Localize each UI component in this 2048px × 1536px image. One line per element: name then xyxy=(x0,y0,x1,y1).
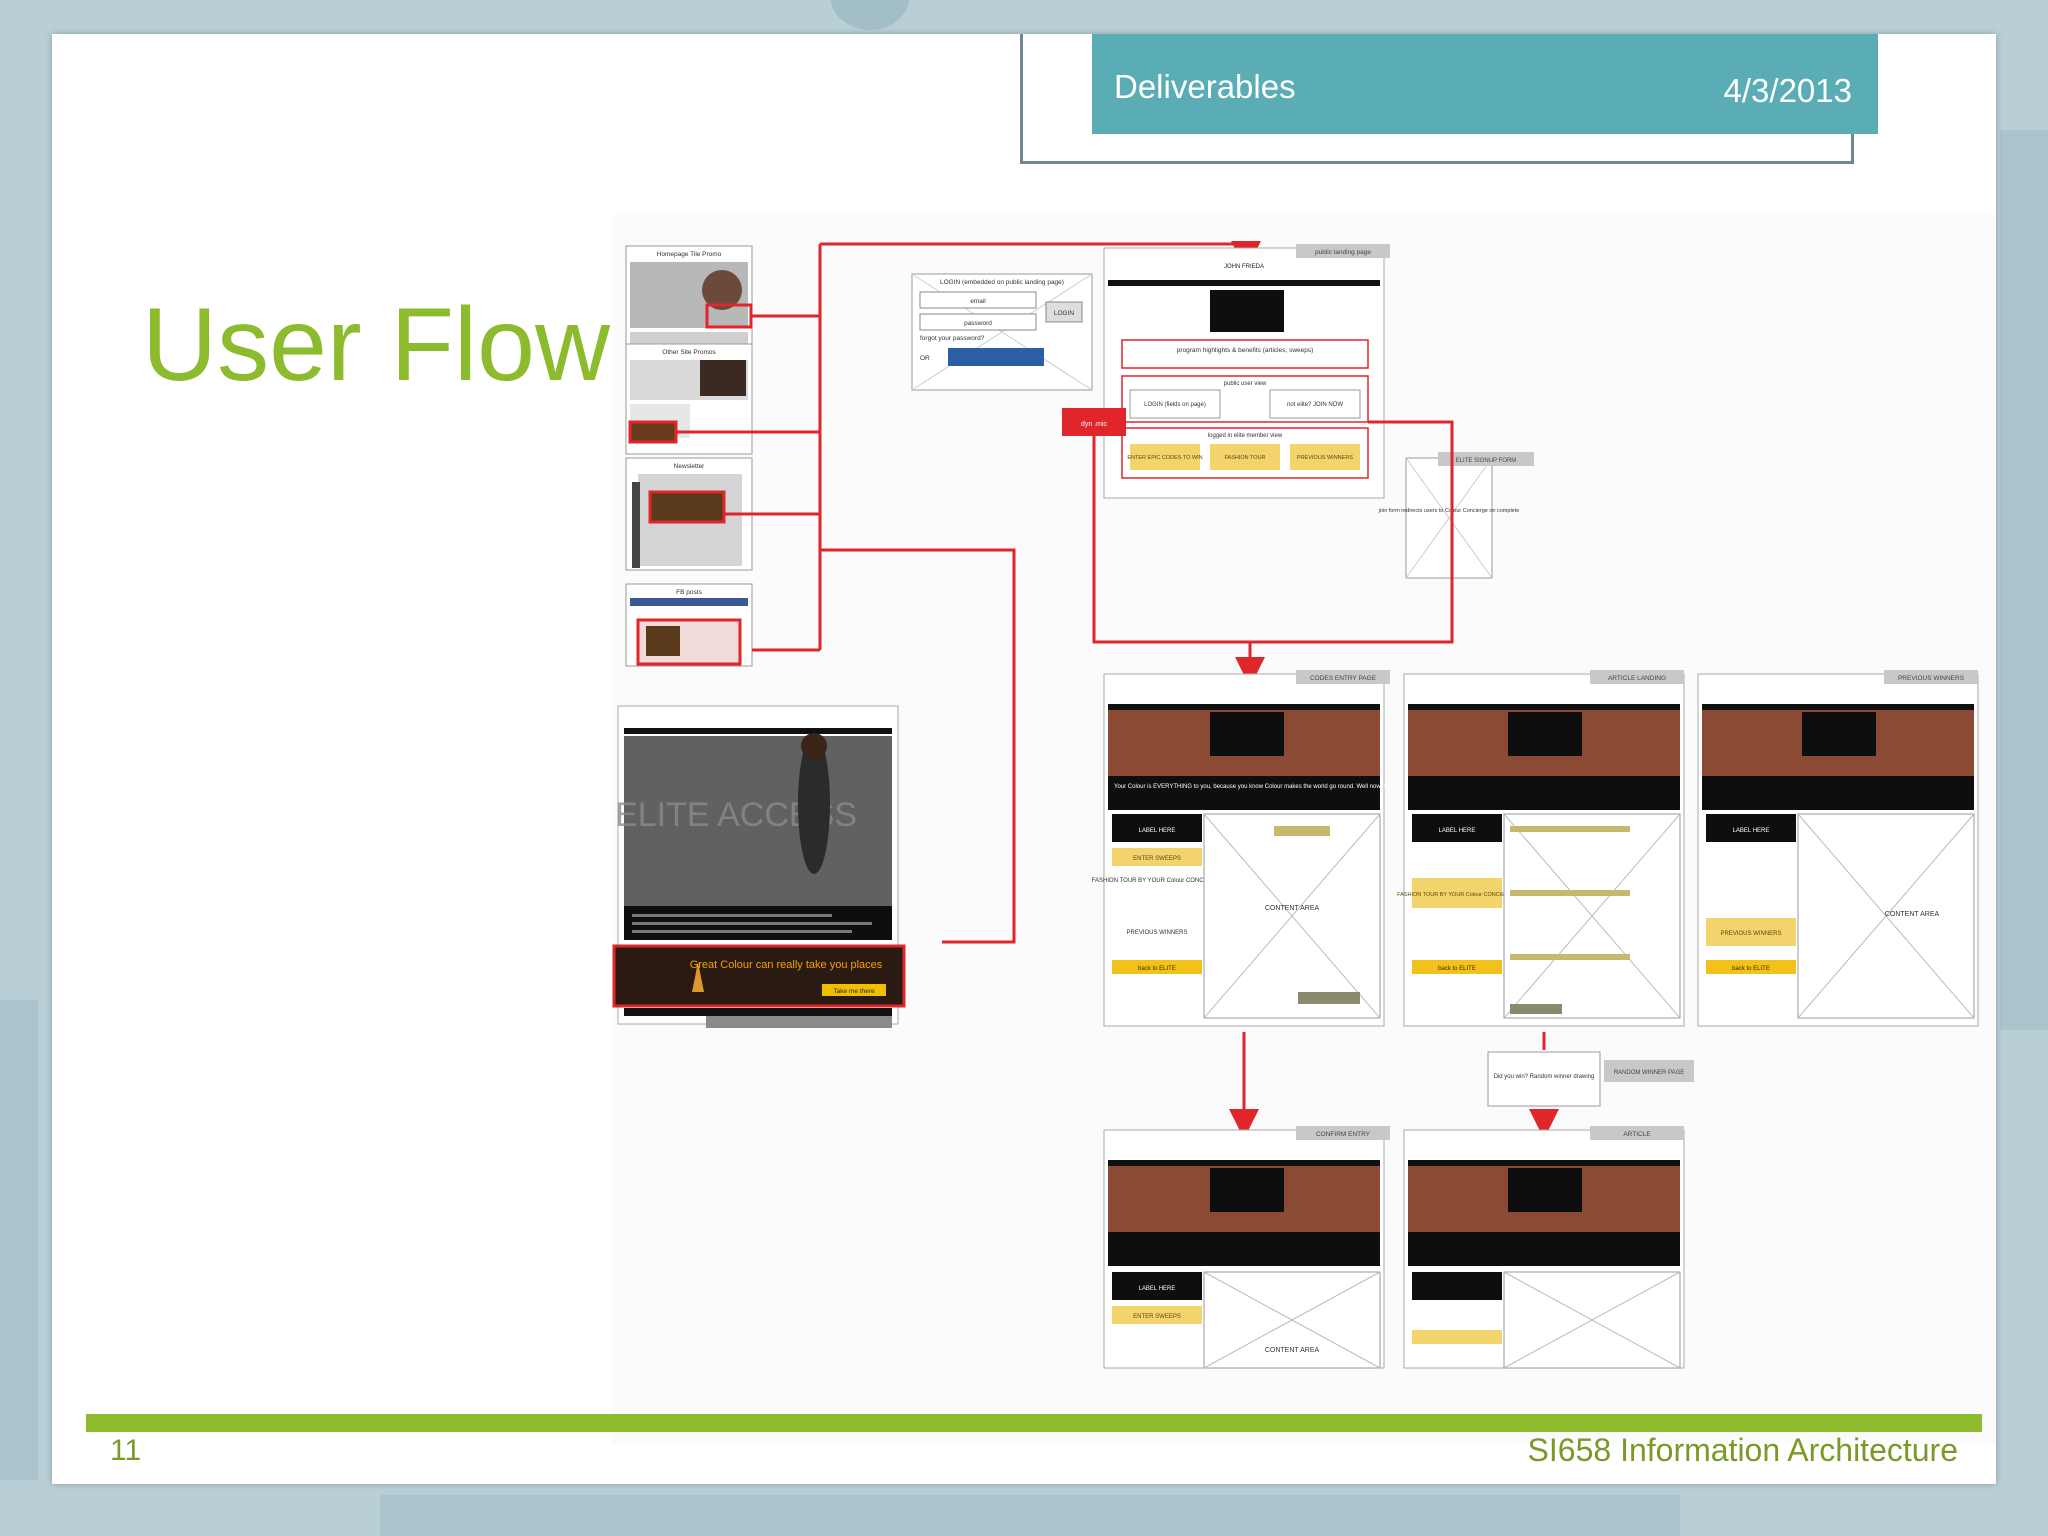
public-landing-wireframe: public landing page JOHN FRIEDA program … xyxy=(1062,244,1390,499)
page-number: 11 xyxy=(110,1434,142,1467)
codes-hero-text: Your Colour is EVERYTHING to you, becaus… xyxy=(1114,784,1501,790)
elite-access-page: ELITE ACCESS Great Colour can really tak… xyxy=(612,705,906,1028)
confirm-enter-sweeps: ENTER SWEEPS xyxy=(1133,1314,1181,1320)
login-wireframe: LOGIN (embedded on public landing page) … xyxy=(911,273,1093,391)
prev-winners-back: back to ELITE xyxy=(1732,966,1770,972)
article-landing-back: back to ELITE xyxy=(1438,966,1476,972)
confirm-content-area: CONTENT AREA xyxy=(1265,1347,1320,1354)
public-brand: JOHN FRIEDA xyxy=(1224,264,1264,270)
prev-winners-tag: PREVIOUS WINNERS xyxy=(1898,675,1965,682)
background-blob xyxy=(830,0,910,30)
user-flow-diagram: Homepage Tile Promo Other Site Promos Ne… xyxy=(612,214,1996,1444)
login-button: LOGIN xyxy=(1054,310,1075,317)
thumb-fb-posts: FB posts xyxy=(625,583,753,667)
random-winner-box: Did you win? Random winner drawing RANDO… xyxy=(1487,1051,1694,1107)
article-tag: ARTICLE xyxy=(1623,1131,1651,1138)
connector-bottom xyxy=(1229,1032,1559,1139)
prev-winners-label-here: LABEL HERE xyxy=(1733,828,1770,834)
signup-body: join form redirects users to Colour Conc… xyxy=(1378,508,1520,514)
wireframe-article: ARTICLE xyxy=(1403,1126,1685,1369)
background-bar xyxy=(380,1495,1680,1536)
codes-prev-winners: PREVIOUS WINNERS xyxy=(1126,930,1187,936)
prev-winners-btn: PREVIOUS WINNERS xyxy=(1720,931,1781,937)
thumb-fb-label: FB posts xyxy=(676,589,702,596)
codes-enter-sweeps: ENTER SWEEPS xyxy=(1133,856,1181,862)
signup-tag: ELITE SIGNUP FORM xyxy=(1456,458,1517,464)
slide-date: 4/3/2013 xyxy=(1723,72,1852,109)
background-bar xyxy=(0,1000,38,1480)
login-or: OR xyxy=(920,355,930,362)
codes-content-area: CONTENT AREA xyxy=(1265,905,1320,912)
thumb-other-site: Other Site Promos xyxy=(625,343,753,455)
public-btn2: FASHION TOUR xyxy=(1224,455,1265,461)
login-title: LOGIN (embedded on public landing page) xyxy=(940,279,1064,286)
codes-fashion-tour: FASHION TOUR BY YOUR Colour CONCIERGE xyxy=(1092,878,1223,884)
connector-landing xyxy=(1092,420,1454,687)
article-landing-fashion: FASHION TOUR BY YOUR Colour CONCIERGE xyxy=(1397,892,1517,898)
codes-back: back to ELITE xyxy=(1138,966,1176,972)
public-login-left: LOGIN (fields on page) xyxy=(1144,402,1206,408)
login-password: password xyxy=(964,320,992,327)
confirm-entry-tag: CONFIRM ENTRY xyxy=(1316,1131,1371,1138)
elite-banner-cta: Take me there xyxy=(833,988,875,995)
wireframe-article-landing: ARTICLE LANDING LABEL HERE FASHION TOUR … xyxy=(1397,670,1685,1027)
codes-label-here: LABEL HERE xyxy=(1139,828,1176,834)
article-landing-label-here: LABEL HERE xyxy=(1439,828,1476,834)
public-btn1: ENTER EPIC CODES TO WIN xyxy=(1127,455,1202,461)
thumb-homepage-label: Homepage Tile Promo xyxy=(657,251,722,258)
prev-winners-content: CONTENT AREA xyxy=(1885,911,1940,918)
article-landing-tag: ARTICLE LANDING xyxy=(1608,675,1666,682)
slide: Deliverables 4/3/2013 User Flow Homepage… xyxy=(52,34,1996,1484)
elite-banner-text: Great Colour can really take you places xyxy=(690,959,883,971)
wireframe-confirm-entry: CONFIRM ENTRY LABEL HERE ENTER SWEEPS CO… xyxy=(1103,1126,1390,1369)
confirm-label-here: LABEL HERE xyxy=(1139,1286,1176,1292)
course-name: SI658 Information Architecture xyxy=(1527,1432,1958,1468)
public-login-right: not elite? JOIN NOW xyxy=(1287,402,1343,408)
wireframe-previous-winners: PREVIOUS WINNERS LABEL HERE PREVIOUS WIN… xyxy=(1697,670,1979,1027)
background-bar xyxy=(2000,130,2048,1030)
public-landing-tag: public landing page xyxy=(1315,249,1371,256)
thumb-other-site-label: Other Site Promos xyxy=(662,349,716,356)
public-view-label: public user view xyxy=(1224,381,1267,387)
public-logged-in: logged in elite member view xyxy=(1208,433,1283,439)
section-title: Deliverables xyxy=(1114,68,1296,105)
codes-entry-tag: CODES ENTRY PAGE xyxy=(1310,675,1377,682)
wireframe-codes-entry: CODES ENTRY PAGE Your Colour is EVERYTHI… xyxy=(1092,670,1501,1027)
footer-rule xyxy=(86,1414,1982,1432)
header-bar: Deliverables 4/3/2013 xyxy=(1092,34,1878,134)
random-winner-note: Did you win? Random winner drawing xyxy=(1494,1074,1595,1080)
login-email: email xyxy=(970,298,986,305)
slide-title: User Flow xyxy=(142,287,611,403)
public-highlights: program highlights & benefits (articles,… xyxy=(1177,347,1314,354)
random-winner-tag: RANDOM WINNER PAGE xyxy=(1614,1070,1685,1076)
elite-signup-wireframe: ELITE SIGNUP FORM join form redirects us… xyxy=(1378,452,1534,579)
thumb-newsletter-label: Newsletter xyxy=(674,463,706,470)
public-btn3: PREVIOUS WINNERS xyxy=(1297,455,1353,461)
login-forgot: forgot your password? xyxy=(920,335,985,342)
